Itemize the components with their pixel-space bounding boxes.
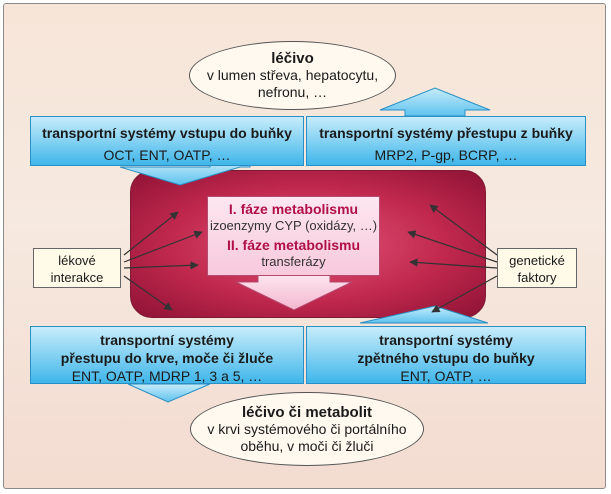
panel-blood-title2: přestupu do krve, moče či žluče <box>60 350 274 366</box>
drug-line1: v lumen střeva, hepatocytu, <box>206 67 379 83</box>
arrow-down-bottom-left <box>127 383 211 403</box>
panel-blood-title1: transportní systémy <box>100 332 234 348</box>
phase1-title: I. fáze metabolismu <box>228 201 359 217</box>
metabolite-line1: v krvi systémového či portálního <box>207 420 407 437</box>
metabolism-box: I. fáze metabolismu izoenzymy CYP (oxidá… <box>207 196 380 276</box>
metabolite-ellipse: léčivo či metabolit v krvi systémového č… <box>190 392 424 466</box>
metabolite-title: léčivo či metabolit <box>241 403 373 421</box>
panel-reentry-title1: transportní systémy <box>379 332 513 348</box>
phase1-note: izoenzymy CYP (oxidázy, …) <box>209 218 378 233</box>
panel-entry-title: transportní systémy vstupu do buňky <box>42 125 292 141</box>
genetic-factors-line1: genetické <box>509 253 565 268</box>
phase2-title: II. fáze metabolismu <box>226 237 361 253</box>
drug-title: léčivo <box>271 50 314 67</box>
drug-line2: nefronu, … <box>257 84 328 100</box>
panel-reentry-transport: transportní systémy zpětného vstupu do b… <box>306 326 586 384</box>
panel-blood-transport: transportní systémy přestupu do krve, mo… <box>30 326 304 384</box>
panel-reentry-title2: zpětného vstupu do buňky <box>357 350 535 366</box>
panel-exit-transport: transportní systémy přestupu z buňky MRP… <box>306 116 586 166</box>
panel-reentry-subtitle: ENT, OATP, … <box>400 368 492 384</box>
genetic-factors-box: genetické faktory <box>497 248 577 288</box>
panel-entry-transport: transportní systémy vstupu do buňky OCT,… <box>30 116 304 166</box>
arrow-up-top-right <box>379 87 491 117</box>
arrow-down-metabolism <box>235 273 353 311</box>
genetic-factors-line2: faktory <box>517 270 557 285</box>
panel-exit-subtitle: MRP2, P-gp, BCRP, … <box>374 147 518 163</box>
drug-interactions-line2: interakce <box>50 270 104 285</box>
panel-blood-subtitle: ENT, OATP, MDRP 1, 3 a 5, … <box>71 368 263 384</box>
phase2-note: transferázy <box>261 254 326 269</box>
panel-entry-subtitle: OCT, ENT, OATP, … <box>103 147 231 163</box>
panel-exit-title: transportní systémy přestupu z buňky <box>319 125 573 141</box>
arrow-up-bottom-right <box>359 305 489 324</box>
metabolite-line2: oběhu, v moči či žluči <box>240 437 374 454</box>
drug-source-ellipse: léčivo v lumen střeva, hepatocytu, nefro… <box>189 41 396 110</box>
drug-interactions-box: lékové interakce <box>33 248 121 288</box>
drug-interactions-line1: lékové <box>58 253 96 268</box>
